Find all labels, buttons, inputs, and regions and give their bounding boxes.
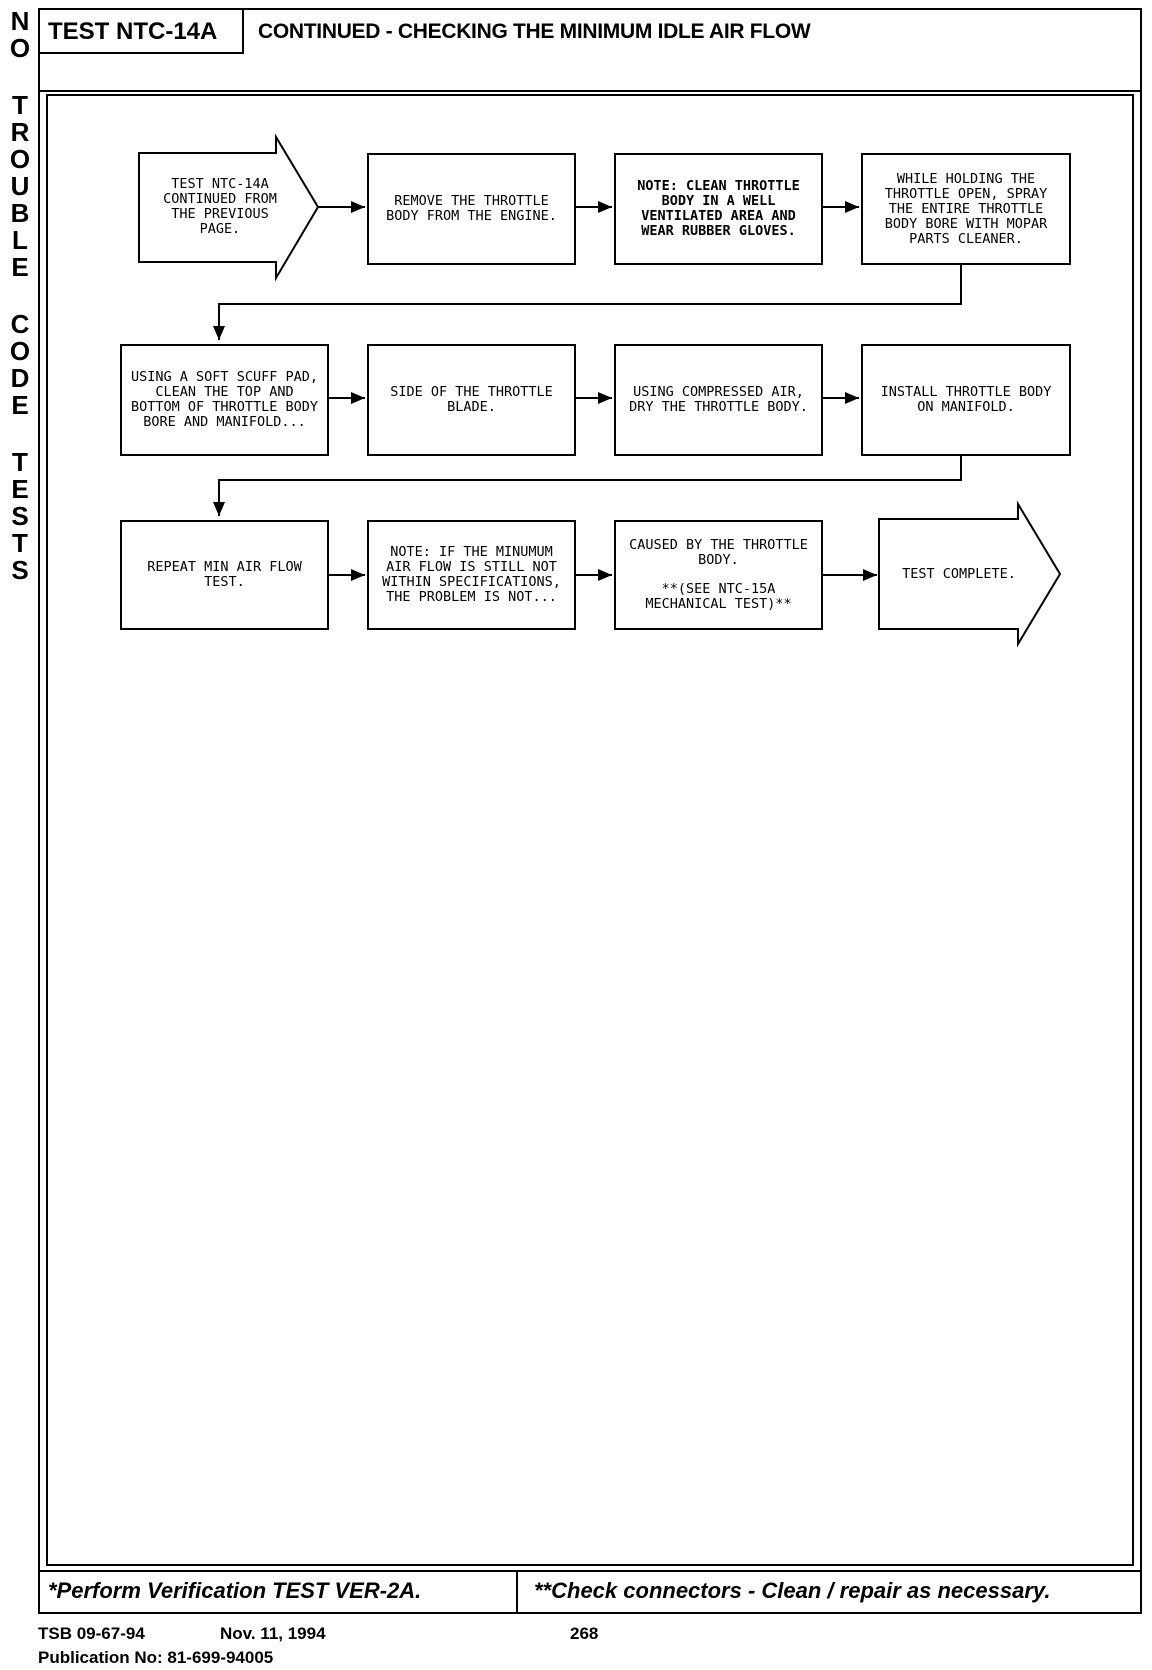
page-frame: TEST NTC-14A CONTINUED - CHECKING THE MI… (38, 8, 1142, 1614)
side-letter: R (10, 117, 30, 147)
side-letter: S (11, 555, 29, 585)
side-label-no-trouble-code-tests: N O T R O U B L E C O D E T E S T S (8, 8, 32, 584)
footnote-verification: *Perform Verification TEST VER-2A. (48, 1578, 422, 1603)
page-footer: *Perform Verification TEST VER-2A. **Che… (40, 1570, 1140, 1612)
step-remove-throttle-body: REMOVE THE THROTTLE BODY FROM THE ENGINE… (367, 153, 576, 265)
step-caused-by-throttle-body: CAUSED BY THE THROTTLE BODY. **(SEE NTC-… (614, 520, 823, 630)
step-note-clean-throttle-body: NOTE: CLEAN THROTTLE BODY IN A WELL VENT… (614, 153, 823, 265)
step-repeat-air-flow-test: REPEAT MIN AIR FLOW TEST. (120, 520, 329, 630)
side-letter: E (11, 252, 29, 282)
step-caused-text: CAUSED BY THE THROTTLE BODY. (629, 537, 808, 568)
step-install-throttle-body: INSTALL THROTTLE BODY ON MANIFOLD. (861, 344, 1071, 456)
footnote-connectors: **Check connectors - Clean / repair as n… (534, 1578, 1051, 1603)
side-letter: E (11, 390, 29, 420)
side-letter: T (12, 90, 28, 120)
side-letter: B (10, 198, 30, 228)
start-step: TEST NTC-14A CONTINUED FROM THE PREVIOUS… (163, 176, 277, 237)
step-side-throttle-blade: SIDE OF THE THROTTLE BLADE. (367, 344, 576, 456)
page-header: TEST NTC-14A CONTINUED - CHECKING THE MI… (40, 10, 1140, 92)
footer-divider (516, 1572, 518, 1612)
flowchart-area (46, 94, 1134, 1566)
side-letter: T (12, 528, 28, 558)
side-letter: O (9, 33, 31, 63)
start-arrow-shape (138, 133, 320, 282)
page-title: CONTINUED - CHECKING THE MINIMUM IDLE AI… (258, 20, 811, 43)
side-letter: T (12, 447, 28, 477)
step-note-min-air-flow: NOTE: IF THE MINUMUM AIR FLOW IS STILL N… (367, 520, 576, 630)
page-number: 268 (570, 1624, 599, 1643)
side-letter: C (10, 309, 30, 339)
side-letter: N (10, 6, 30, 36)
side-letter: D (10, 363, 30, 393)
step-spray-throttle-bore: WHILE HOLDING THE THROTTLE OPEN, SPRAY T… (861, 153, 1071, 265)
tsb-number: TSB 09-67-94 (38, 1624, 145, 1643)
step-scuff-pad-clean: USING A SOFT SCUFF PAD, CLEAN THE TOP AN… (120, 344, 329, 456)
publish-date: Nov. 11, 1994 (220, 1624, 326, 1643)
side-letter: L (12, 225, 28, 255)
step-dry-throttle-body: USING COMPRESSED AIR, DRY THE THROTTLE B… (614, 344, 823, 456)
side-letter: E (11, 474, 29, 504)
side-letter: S (11, 501, 29, 531)
step-see-ntc-15a: **(SEE NTC-15A MECHANICAL TEST)** (645, 581, 792, 612)
side-letter: O (9, 336, 31, 366)
end-arrow-shape (878, 500, 1062, 648)
test-id: TEST NTC-14A (40, 10, 244, 54)
publication-number: Publication No: 81-699-94005 (38, 1648, 274, 1667)
side-letter: O (9, 144, 31, 174)
side-letter: U (10, 171, 30, 201)
end-step: TEST COMPLETE. (902, 565, 1016, 582)
